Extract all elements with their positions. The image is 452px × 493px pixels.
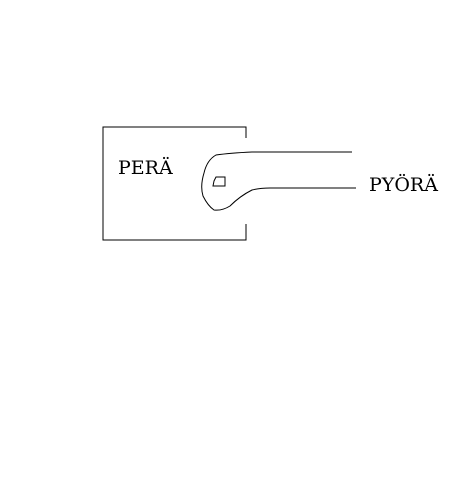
pera-box-outline — [102, 126, 247, 241]
label-pera: PERÄ — [118, 156, 173, 179]
label-pyora: PYÖRÄ — [369, 173, 438, 196]
lever-shape — [201, 151, 356, 211]
pivot-hole — [212, 176, 226, 187]
